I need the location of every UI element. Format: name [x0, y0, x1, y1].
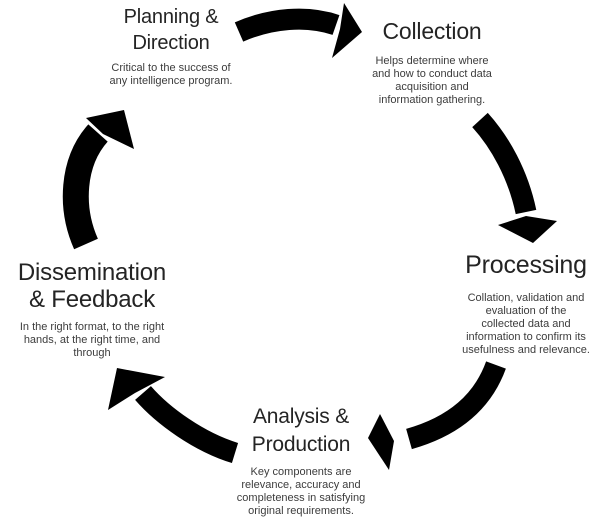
curved-arrow-up-icon [62, 110, 134, 250]
stage-description: Collation, validation and evaluation of … [462, 292, 590, 356]
stage-description: Critical to the success of any intellige… [109, 62, 233, 87]
curved-arrow-up-left-icon [108, 368, 239, 464]
curved-arrow-left-icon [368, 361, 506, 470]
stage-title: Dissemination & Feedback [17, 259, 167, 313]
curved-arrow-right-icon [234, 3, 362, 58]
stage-description: In the right format, to the right hands,… [19, 321, 165, 359]
stage-processing: Processing Collation, validation and eva… [447, 250, 600, 357]
stage-description: Helps determine where and how to conduct… [372, 55, 492, 106]
stage-title: Collection [382, 18, 482, 44]
stage-title: Analysis & Production [251, 405, 351, 456]
stage-title: Planning & Direction [123, 6, 219, 54]
stage-analysis-production: Analysis & Production Key components are… [211, 403, 391, 518]
curved-arrow-down-icon [472, 112, 557, 243]
stage-planning-direction: Planning & Direction Critical to the suc… [91, 4, 251, 88]
stage-description: Key components are relevance, accuracy a… [236, 466, 366, 517]
stage-dissemination-feedback: Dissemination & Feedback In the right fo… [0, 259, 187, 360]
stage-collection: Collection Helps determine where and how… [350, 17, 515, 107]
stage-title: Processing [465, 251, 587, 279]
